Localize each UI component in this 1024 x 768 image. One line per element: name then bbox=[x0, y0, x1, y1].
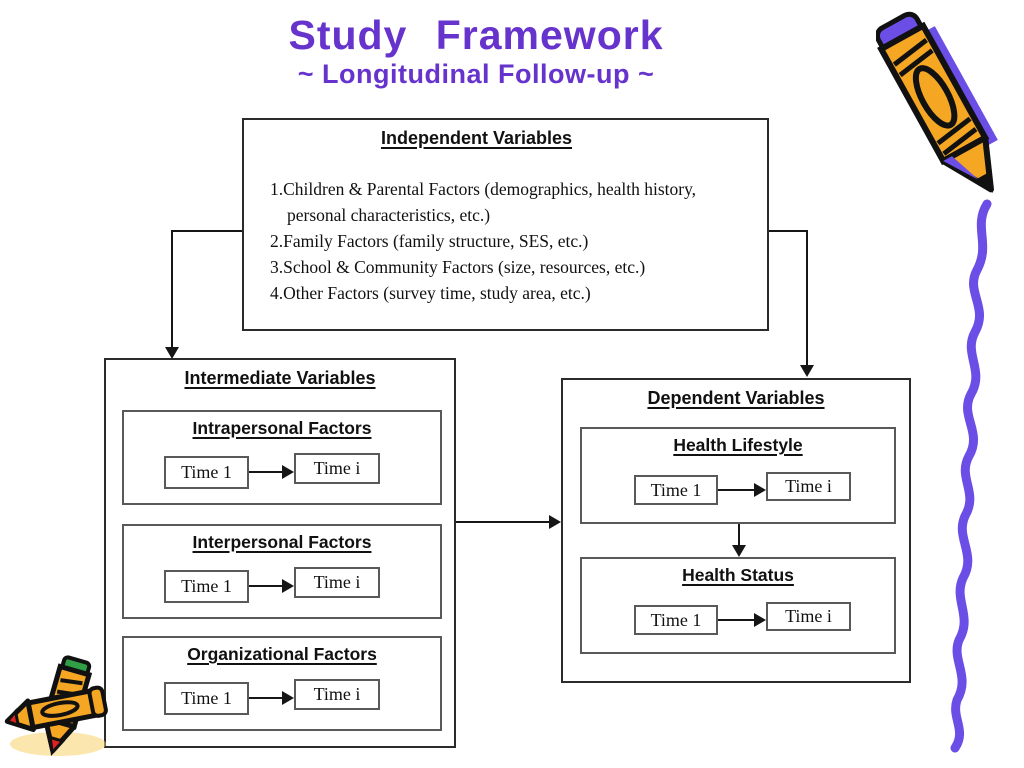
arrow-right-icon bbox=[282, 691, 294, 705]
arrow-right-icon bbox=[282, 579, 294, 593]
intermediate-to-dependent-line bbox=[456, 521, 550, 523]
time1-chip: Time 1 bbox=[634, 475, 718, 505]
health-status-heading: Health Status bbox=[682, 565, 794, 585]
interpersonal-factors-box: Interpersonal Factors Time 1 Time i bbox=[122, 524, 442, 619]
arrow-right-icon bbox=[282, 465, 294, 479]
list-item: 3.School & Community Factors (size, reso… bbox=[270, 257, 646, 277]
interpersonal-factors-heading: Interpersonal Factors bbox=[192, 532, 372, 552]
intermediate-variables-heading: Intermediate Variables bbox=[184, 368, 376, 388]
arrow-right-icon bbox=[754, 613, 766, 627]
arrow-down-icon bbox=[165, 347, 179, 359]
health-lifestyle-heading: Health Lifestyle bbox=[673, 435, 803, 455]
organizational-factors-box: Organizational Factors Time 1 Time i bbox=[122, 636, 442, 731]
arrow-down-icon bbox=[732, 545, 746, 557]
time-arrow-line bbox=[718, 489, 755, 491]
timei-chip: Time i bbox=[766, 602, 851, 631]
page-title: Study Framework bbox=[288, 12, 664, 58]
independent-to-dependent-line bbox=[806, 230, 808, 367]
timei-chip: Time i bbox=[294, 567, 380, 598]
time-arrow-line bbox=[249, 697, 283, 699]
arrow-right-icon bbox=[549, 515, 561, 529]
list-item: 1.Children & Parental Factors (demograph… bbox=[270, 179, 697, 199]
independent-to-dependent-line bbox=[769, 230, 808, 232]
time-arrow-line bbox=[249, 471, 283, 473]
independent-to-intermediate-line bbox=[171, 230, 173, 349]
arrow-right-icon bbox=[754, 483, 766, 497]
slide-title-block: Study Framework ~ Longitudinal Follow-up… bbox=[0, 12, 952, 90]
time1-chip: Time 1 bbox=[164, 570, 249, 603]
health-status-box: Health Status Time 1 Time i bbox=[580, 557, 896, 654]
arrow-down-icon bbox=[800, 365, 814, 377]
independent-variables-list: 1.Children & Parental Factors (demograph… bbox=[270, 176, 696, 306]
time-arrow-line bbox=[718, 619, 755, 621]
page-subtitle: ~ Longitudinal Follow-up ~ bbox=[297, 59, 655, 89]
dependent-variables-heading: Dependent Variables bbox=[647, 388, 825, 408]
timei-chip: Time i bbox=[294, 453, 380, 484]
list-item: 2.Family Factors (family structure, SES,… bbox=[270, 231, 589, 251]
time1-chip: Time 1 bbox=[634, 605, 718, 635]
time1-chip: Time 1 bbox=[164, 456, 249, 489]
list-item: personal characteristics, etc.) bbox=[287, 205, 491, 225]
independent-to-intermediate-line bbox=[172, 230, 242, 232]
intrapersonal-factors-heading: Intrapersonal Factors bbox=[192, 418, 372, 438]
lifestyle-to-status-line bbox=[738, 524, 740, 547]
organizational-factors-heading: Organizational Factors bbox=[187, 644, 377, 664]
intermediate-variables-box: Intermediate Variables Intrapersonal Fac… bbox=[104, 358, 456, 748]
time-arrow-line bbox=[249, 585, 283, 587]
crayon-pencil-icon bbox=[876, 11, 998, 193]
timei-chip: Time i bbox=[294, 679, 380, 710]
list-item: 4.Other Factors (survey time, study area… bbox=[270, 283, 591, 303]
crossed-crayons-icon bbox=[4, 655, 108, 757]
time1-chip: Time 1 bbox=[164, 682, 249, 715]
intrapersonal-factors-box: Intrapersonal Factors Time 1 Time i bbox=[122, 410, 442, 505]
dependent-variables-box: Dependent Variables Health Lifestyle Tim… bbox=[561, 378, 911, 683]
timei-chip: Time i bbox=[766, 472, 851, 501]
independent-variables-heading: Independent Variables bbox=[380, 128, 573, 148]
wavy-line bbox=[950, 199, 992, 753]
independent-variables-box: Independent Variables 1.Children & Paren… bbox=[242, 118, 769, 331]
health-lifestyle-box: Health Lifestyle Time 1 Time i bbox=[580, 427, 896, 524]
